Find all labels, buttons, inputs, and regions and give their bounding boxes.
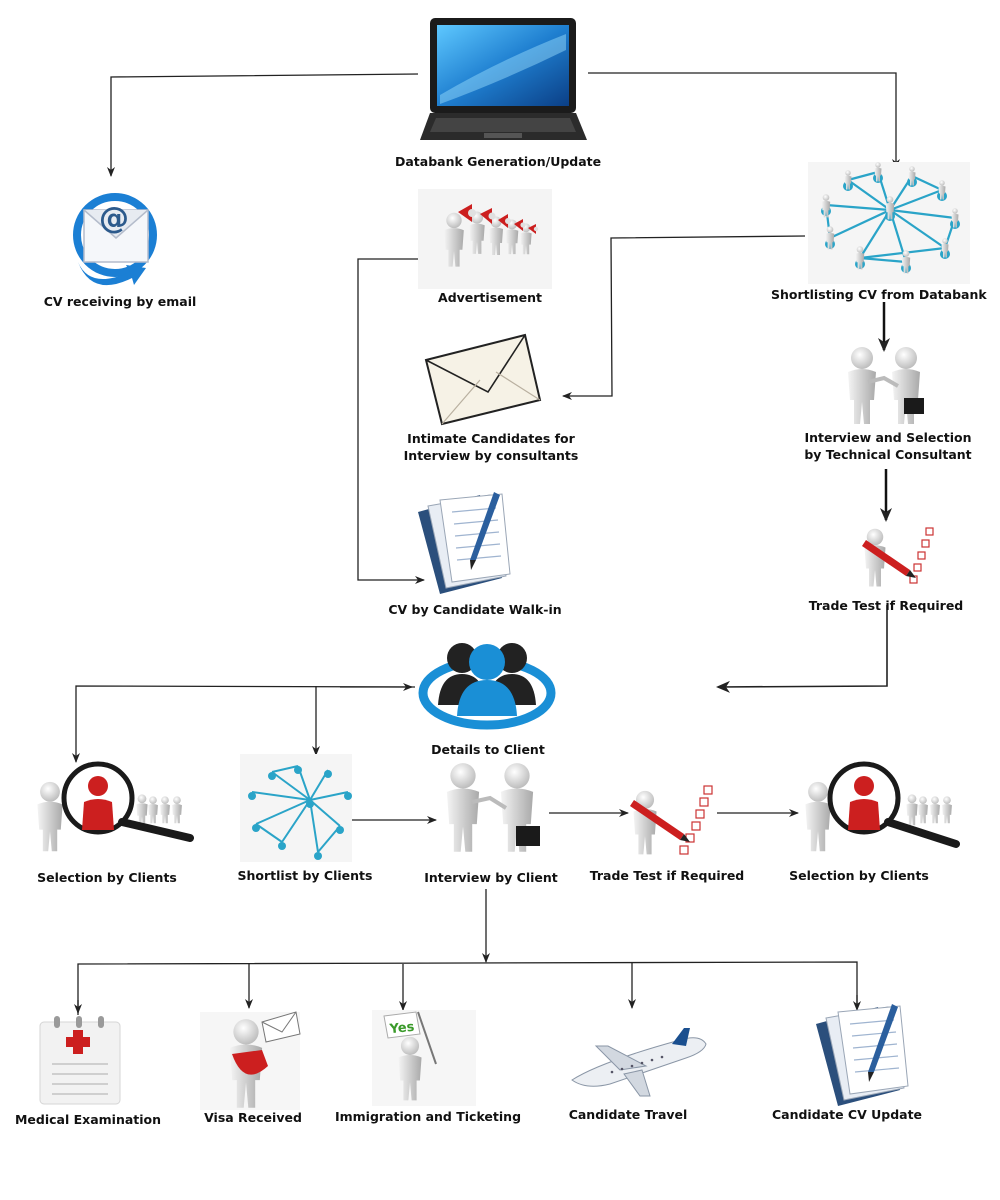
label-cv-update: Candidate CV Update [771, 1107, 923, 1122]
label-immigration: Immigration and Ticketing [334, 1109, 522, 1124]
arrow-advertisement-to-walkin [357, 258, 425, 584]
arrow-databank-to-email [107, 73, 419, 177]
airplane-icon [571, 1028, 707, 1097]
label-details-client: Details to Client [431, 742, 545, 757]
arrow-details-branch [72, 685, 416, 763]
document-pen-icon [418, 492, 511, 594]
network-people-icon [808, 162, 970, 284]
magnifier-people-icon-2 [805, 761, 960, 852]
label-trade-test-1: Trade Test if Required [808, 598, 964, 613]
document-pen-icon-2 [816, 1004, 909, 1106]
envelope-icon [424, 333, 542, 426]
email-icon: @ [73, 193, 157, 286]
megaphone-people-icon [418, 189, 552, 289]
label-shortlisting: Shortlisting CV from Databank [771, 287, 987, 302]
arrow-tradetest-to-details [716, 605, 888, 693]
checklist-pen-icon [862, 527, 934, 587]
label-visa: Visa Received [204, 1110, 302, 1125]
magnifier-people-icon [37, 761, 194, 852]
label-selection-1: Selection by Clients [37, 870, 177, 885]
checklist-pen-icon-2 [630, 785, 713, 855]
yes-flag-text: Yes [388, 1020, 415, 1038]
label-advertisement: Advertisement [438, 290, 542, 305]
label-shortlist-clients: Shortlist by Clients [237, 868, 373, 883]
label-selection-2: Selection by Clients [789, 868, 929, 883]
thick-arrows [878, 302, 892, 522]
label-intimate: Intimate Candidates for Interview by con… [403, 431, 579, 463]
label-medical: Medical Examination [14, 1112, 162, 1127]
arrow-databank-to-shortlisting [588, 72, 900, 169]
laptop-icon [420, 18, 587, 140]
mail-carrier-icon [200, 1011, 301, 1110]
label-travel: Candidate Travel [568, 1107, 688, 1122]
svg-text:@: @ [99, 201, 129, 236]
label-interview-client: Interview by Client [424, 870, 558, 885]
handshake-icon-2 [446, 763, 540, 852]
user-group-icon [418, 643, 556, 730]
label-interview-tech: Interview and Selection by Technical Con… [804, 430, 972, 462]
label-walkin: CV by Candidate Walk-in [388, 602, 562, 617]
handshake-icon [848, 347, 924, 424]
medical-clipboard-icon [39, 1016, 121, 1105]
connector-lines [72, 72, 900, 1015]
label-databank: Databank Generation/Update [395, 154, 602, 169]
label-cv-email: CV receiving by email [43, 294, 197, 309]
label-trade-test-2: Trade Test if Required [589, 868, 745, 883]
network-people-icon-2 [240, 754, 352, 862]
arrow-shortlisting-to-intimate [562, 235, 806, 400]
yes-flag-icon: Yes [372, 1010, 476, 1106]
bottom-bus-line [77, 961, 858, 1015]
